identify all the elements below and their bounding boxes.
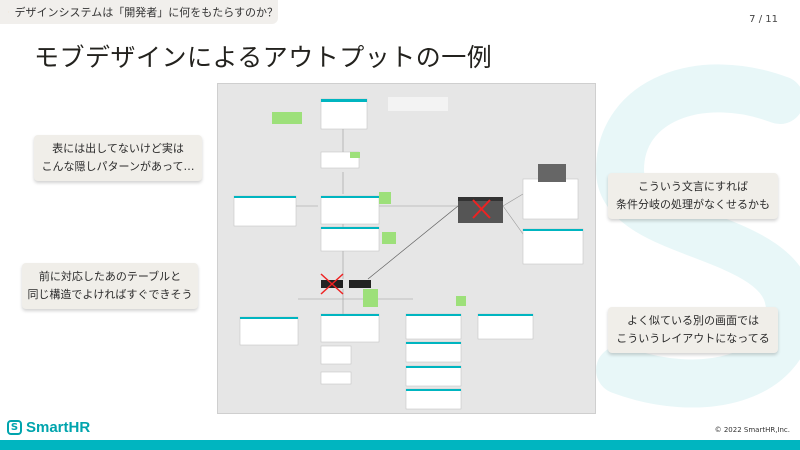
callout-wording: こういう文言にすれば 条件分岐の処理がなくせるかも: [608, 173, 778, 219]
callout-line: 前に対応したあのテーブルと: [38, 270, 182, 283]
callout-line: こういう文言にすれば: [637, 180, 749, 193]
pen-icon: [8, 11, 9, 13]
design-canvas-screenshot: [217, 83, 596, 414]
callout-same-table: 前に対応したあのテーブルと 同じ構造でよければすぐできそう: [22, 263, 198, 309]
smarthr-logo-icon: S: [7, 420, 22, 435]
callout-line: こんな隠しパターンがあって…: [41, 160, 195, 173]
callout-line: 条件分岐の処理がなくせるかも: [616, 198, 770, 211]
page-title: モブデザインによるアウトプットの一例: [34, 43, 493, 72]
callout-line: こういうレイアウトになってる: [616, 332, 770, 345]
callout-line: よく似ている別の画面では: [627, 314, 759, 327]
background-s-mark: [595, 64, 800, 408]
smarthr-logo: S SmartHR: [7, 419, 90, 436]
callout-hidden-pattern: 表には出してないけど実は こんな隠しパターンがあって…: [34, 135, 202, 181]
bottom-brand-bar: [0, 440, 800, 450]
page-indicator: 7 / 11: [749, 14, 778, 25]
breadcrumb-text: デザインシステムは「開発者」に何をもたらすのか？: [14, 6, 278, 19]
callout-similar-layout: よく似ている別の画面では こういうレイアウトになってる: [608, 307, 778, 353]
callout-line: 表には出してないけど実は: [52, 142, 184, 155]
logo-text: SmartHR: [26, 419, 91, 436]
canvas-wireframes: [233, 97, 584, 410]
copyright: © 2022 SmartHR,Inc.: [714, 426, 790, 434]
callout-line: 同じ構造でよければすぐできそう: [27, 288, 193, 301]
breadcrumb: デザインシステムは「開発者」に何をもたらすのか？: [0, 0, 278, 24]
